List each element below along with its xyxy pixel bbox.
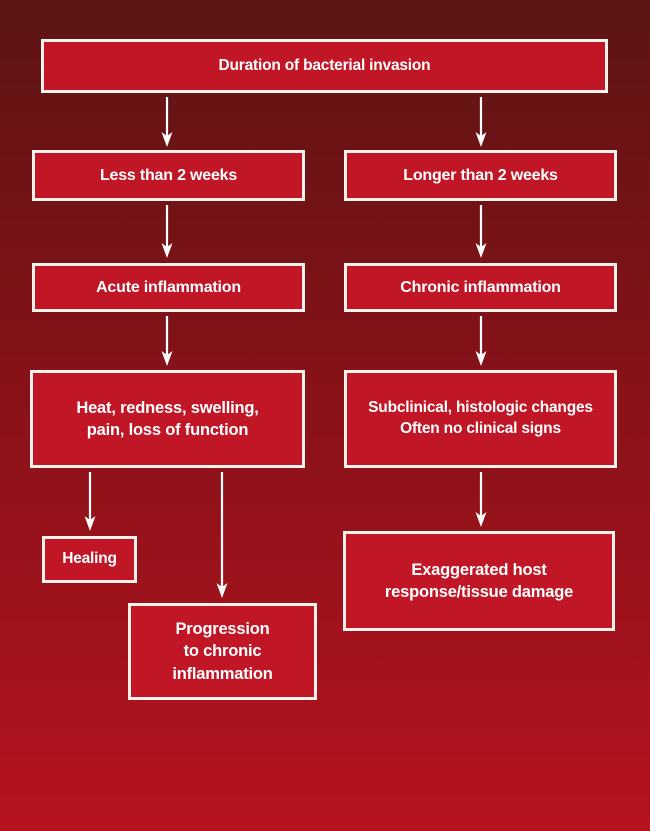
- flow-box-label: Chronic inflammation: [400, 278, 561, 296]
- flow-box-acute-inflammation: Acute inflammation: [32, 263, 305, 312]
- flow-box-label: Longer than 2 weeks: [403, 166, 558, 184]
- flow-box-label: Duration of bacterial invasion: [218, 56, 431, 74]
- flow-box-chronic-inflammation: Chronic inflammation: [344, 263, 617, 312]
- arrow-down-icon: [475, 205, 487, 258]
- arrow-down-icon: [161, 316, 173, 366]
- flow-box-less-than-2-weeks: Less than 2 weeks: [32, 150, 305, 201]
- flow-box-progression-to-chronic: Progression to chronic inflammation: [128, 603, 317, 700]
- flow-box-chronic-signs: Subclinical, histologic changes Often no…: [344, 370, 617, 468]
- arrow-down-icon: [161, 205, 173, 258]
- flow-box-label: Progression to chronic inflammation: [172, 620, 273, 683]
- flow-box-exaggerated-host-response: Exaggerated host response/tissue damage: [343, 531, 615, 631]
- arrow-down-icon: [475, 316, 487, 366]
- arrow-down-icon: [216, 472, 228, 598]
- flow-box-label: Healing: [62, 550, 117, 568]
- arrow-down-icon: [161, 97, 173, 147]
- flow-box-label: Less than 2 weeks: [99, 166, 238, 184]
- flow-box-duration: Duration of bacterial invasion: [41, 39, 608, 93]
- flow-box-acute-signs: Heat, redness, swelling, pain, loss of f…: [30, 370, 305, 468]
- flow-box-label: Acute inflammation: [96, 278, 241, 296]
- flow-box-label: Heat, redness, swelling, pain, loss of f…: [76, 398, 259, 439]
- arrow-down-icon: [475, 472, 487, 527]
- arrow-down-icon: [84, 472, 96, 531]
- flow-box-label: Exaggerated host response/tissue damage: [384, 560, 574, 601]
- flow-box-longer-than-2-weeks: Longer than 2 weeks: [344, 150, 617, 201]
- flow-box-label: Subclinical, histologic changes Often no…: [368, 399, 593, 437]
- arrow-down-icon: [475, 97, 487, 147]
- flow-box-healing: Healing: [42, 536, 137, 583]
